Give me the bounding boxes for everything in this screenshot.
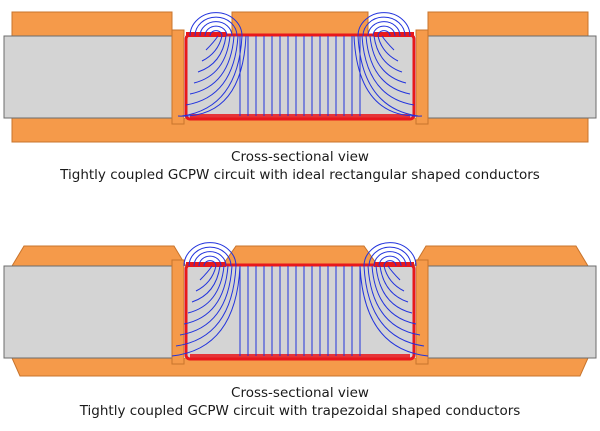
field-line-fringe — [193, 35, 231, 84]
via-wall-left — [171, 259, 185, 365]
charge-corner-left — [186, 32, 226, 37]
field-line-fringe — [185, 35, 239, 106]
field-line-fringe — [357, 35, 419, 117]
field-line-arc — [367, 21, 401, 37]
substrate-center — [184, 266, 416, 358]
rectangular-caption-line1: Cross-sectional view — [231, 149, 369, 165]
bottom-ground-plane — [11, 117, 589, 143]
field-line-fringe — [359, 265, 429, 357]
trapezoidal-caption-line1: Cross-sectional view — [231, 385, 369, 401]
field-line-fringe — [195, 265, 217, 292]
charge-corner-left — [186, 262, 226, 267]
trapezoidal-cross-section-svg — [3, 242, 597, 377]
field-line-arc — [189, 12, 243, 37]
signal-conductor — [221, 245, 379, 267]
field-line-fringe — [381, 35, 395, 51]
field-line-fringe — [177, 35, 247, 117]
signal-conductor — [231, 11, 369, 37]
field-line-arc — [368, 246, 412, 267]
field-line-arc — [357, 12, 411, 37]
charge-bottom — [190, 114, 410, 119]
substrate-right — [415, 35, 597, 119]
field-line-arc — [209, 30, 223, 37]
field-line-arc — [194, 16, 238, 37]
top-ground-right — [427, 11, 589, 37]
bottom-ground-plane — [11, 357, 589, 377]
rectangular-caption: Cross-sectional view Tightly coupled GCP… — [0, 148, 600, 184]
field-line-fringe — [175, 265, 237, 347]
via-wall-right — [415, 259, 429, 365]
field-line-fringe — [187, 265, 225, 314]
field-line-arc — [363, 242, 417, 267]
field-line-fringe — [371, 265, 417, 325]
field-line-arc — [193, 251, 227, 267]
trapezoidal-caption-line2: Tightly coupled GCPW circuit with trapez… — [79, 403, 521, 419]
field-line-fringe — [197, 35, 227, 73]
rectangular-cross-section-svg — [3, 11, 597, 143]
field-line-arc — [188, 246, 232, 267]
rectangular-conductor-diagram — [0, 0, 600, 150]
field-line-fringe — [369, 35, 407, 84]
substrate-right — [415, 265, 597, 359]
field-line-arc — [377, 30, 391, 37]
charge-corner-right — [374, 32, 414, 37]
field-line-arc — [372, 25, 396, 37]
field-line-arc — [203, 260, 217, 267]
field-line-fringe — [181, 35, 243, 117]
field-line-arc — [373, 251, 407, 267]
field-line-fringe — [365, 35, 411, 95]
top-ground-left — [11, 11, 173, 37]
field-line-fringe — [201, 35, 223, 62]
field-line-fringe — [179, 265, 233, 336]
via-wall-left — [171, 29, 185, 125]
charge-corner-right — [374, 262, 414, 267]
rectangular-caption-line2: Tightly coupled GCPW circuit with ideal … — [60, 167, 540, 183]
field-line-fringe — [375, 265, 413, 314]
field-line-arc — [362, 16, 406, 37]
top-ground-left — [11, 245, 187, 267]
field-line-fringe — [377, 35, 399, 62]
field-line-fringe — [361, 35, 415, 106]
field-line-fringe — [383, 265, 405, 292]
field-line-fringe — [171, 265, 241, 357]
field-line-arc — [383, 260, 397, 267]
field-line-fringe — [363, 265, 425, 347]
via-wall-right — [415, 29, 429, 125]
substrate-left — [3, 35, 185, 119]
field-line-fringe — [367, 265, 421, 336]
trapezoidal-caption: Cross-sectional view Tightly coupled GCP… — [0, 384, 600, 420]
field-line-fringe — [189, 35, 235, 95]
field-line-fringe — [373, 35, 403, 73]
field-line-fringe — [199, 265, 213, 281]
field-line-fringe — [191, 265, 221, 303]
top-ground-right — [413, 245, 589, 267]
trapezoidal-conductor-diagram — [0, 228, 600, 383]
field-line-fringe — [379, 265, 409, 303]
field-line-arc — [378, 255, 402, 267]
field-line-arc — [199, 21, 233, 37]
field-line-fringe — [205, 35, 219, 51]
substrate-left — [3, 265, 185, 359]
charge-bottom — [190, 354, 410, 359]
field-line-fringe — [387, 265, 401, 281]
field-line-fringe — [353, 35, 423, 117]
field-line-fringe — [183, 265, 229, 325]
field-line-arc — [204, 25, 228, 37]
field-line-arc — [198, 255, 222, 267]
field-line-arc — [183, 242, 237, 267]
